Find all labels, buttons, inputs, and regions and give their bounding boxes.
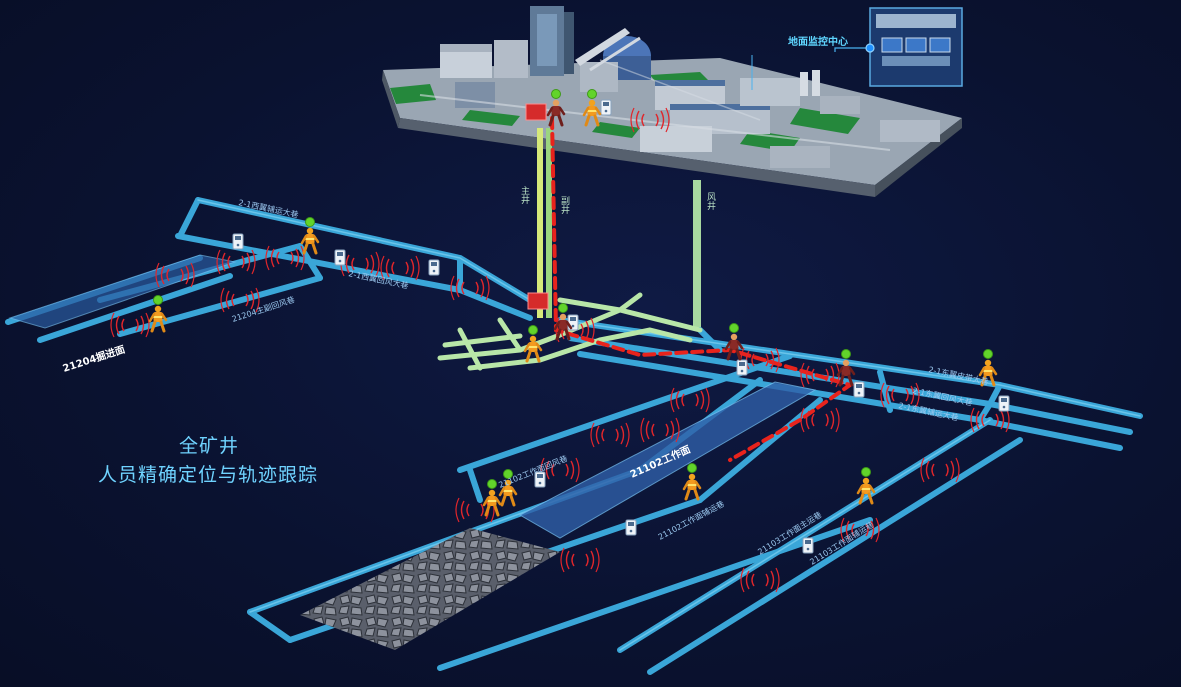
base-station-icon	[998, 395, 1010, 412]
monitor-center-inset	[751, 7, 963, 90]
title-line-1: 全矿井	[179, 435, 240, 457]
label-ventilation-shaft: 风井	[705, 192, 716, 211]
base-station-icon	[625, 519, 637, 536]
surface-platform	[382, 6, 962, 197]
base-station-icon	[428, 259, 440, 276]
label-heading-21204: 21204掘进面	[61, 342, 127, 374]
face-21102	[518, 381, 817, 539]
label-east-belt: 2-1东翼皮带大巷	[928, 364, 990, 386]
gob-area	[300, 528, 560, 650]
monitor-screen-icon	[881, 37, 951, 66]
base-station-icon	[334, 249, 346, 266]
worker-icon	[482, 478, 502, 517]
label-main-shaft: 主井	[519, 185, 530, 205]
base-station-icon	[853, 381, 865, 398]
base-station-icon	[736, 359, 748, 376]
shafts	[537, 128, 701, 330]
shaft-bottom-station	[437, 292, 703, 371]
heading-21204	[8, 254, 237, 329]
worker-icon	[682, 462, 702, 501]
alarm-panel-icon	[525, 103, 549, 310]
label-auxiliary-shaft: 副井	[559, 196, 570, 215]
base-station-icon	[600, 99, 612, 116]
title-line-2: 人员精确定位与轨迹跟踪	[98, 464, 319, 486]
label-east-return: 2-1东翼回风大巷	[912, 385, 974, 407]
base-station-icon	[802, 537, 814, 554]
monitor-center-label: 地面监控中心	[788, 37, 848, 48]
label-east-aux-haul: 2-1东翼辅运大巷	[898, 400, 960, 422]
base-station-icon	[232, 233, 244, 250]
tracked-worker-icon	[724, 322, 744, 361]
